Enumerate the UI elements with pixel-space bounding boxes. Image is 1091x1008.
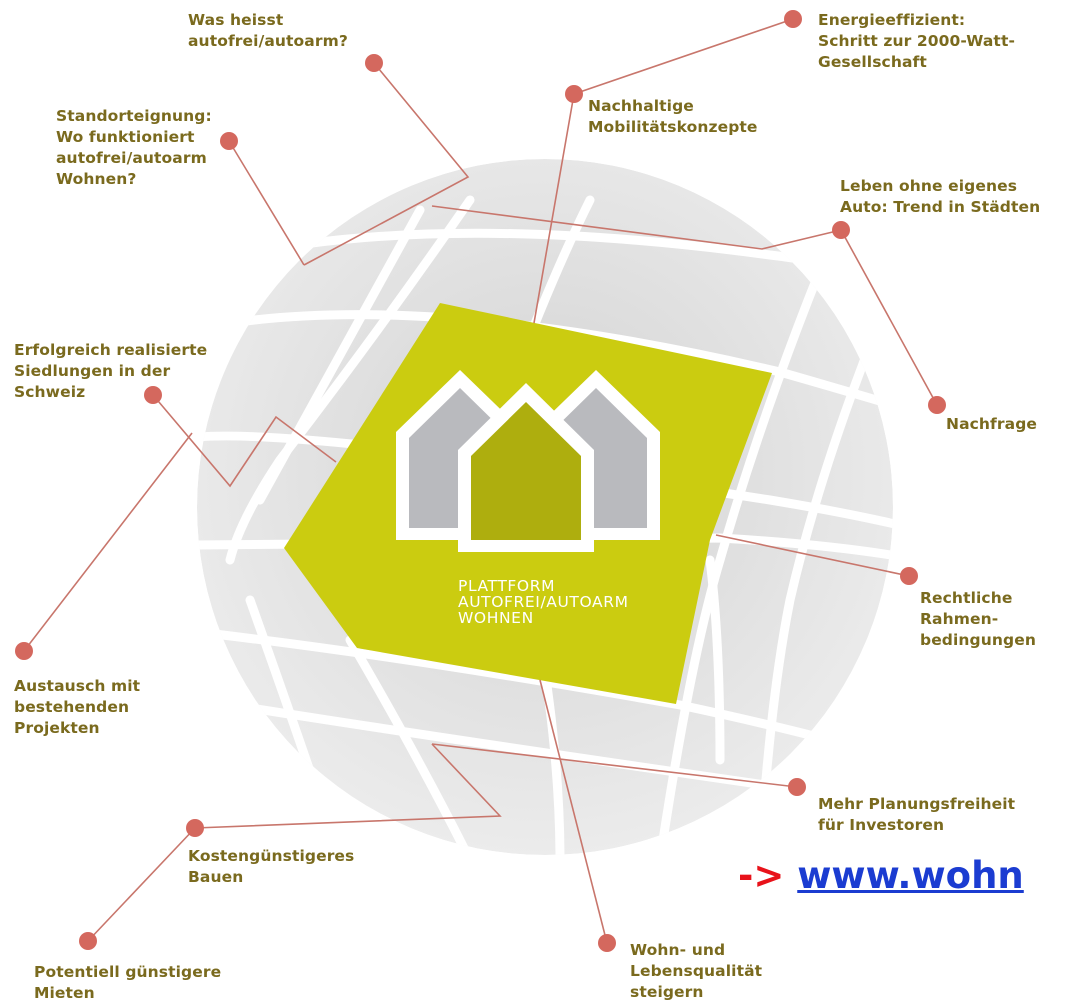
- dot-kosten: [186, 819, 204, 837]
- topic-line: Siedlungen in der: [14, 362, 171, 380]
- dot-austausch: [15, 642, 33, 660]
- dot-energieeffizient: [784, 10, 802, 28]
- topic-nachfrage: Nachfrage: [946, 414, 1037, 435]
- dot-leben-ohne-auto: [832, 221, 850, 239]
- website-link[interactable]: www.wohn: [797, 854, 1024, 897]
- topic-line: Gesellschaft: [818, 53, 927, 71]
- connector-was-heisst: [303, 62, 470, 266]
- topic-line: Standorteignung:: [56, 107, 212, 125]
- topic-line: Mieten: [34, 984, 95, 1002]
- topic-austausch: Austausch mit bestehenden Projekten: [14, 676, 140, 739]
- topic-line: Nachhaltige: [588, 97, 694, 115]
- topic-line: Projekten: [14, 719, 100, 737]
- topic-line: Erfolgreich realisierte: [14, 341, 208, 359]
- topic-line: steigern: [630, 983, 704, 1001]
- topic-kostenguenstiger: Kostengünstigeres Bauen: [188, 846, 354, 888]
- houses-icon: [396, 370, 660, 552]
- topic-line: Mehr Planungsfreiheit: [818, 795, 1016, 813]
- topic-standorteignung: Standorteignung: Wo funktioniert autofre…: [56, 106, 212, 190]
- topic-line: Rechtliche: [920, 589, 1013, 607]
- dot-mieten: [79, 932, 97, 950]
- topic-line: Rahmen-: [920, 610, 999, 628]
- topic-mieten: Potentiell günstigere Mieten: [34, 962, 221, 1004]
- website-link-line: -> www.wohn: [738, 854, 1024, 898]
- platform-title-line: PLATTFORM: [458, 577, 556, 595]
- topic-line: Was heisst: [188, 11, 284, 29]
- connector-nachfrage: [840, 229, 938, 406]
- dot-erfolgreich: [144, 386, 162, 404]
- topic-rechtliche-rahmen: Rechtliche Rahmen- bedingungen: [920, 588, 1036, 651]
- topic-line: Energieeffizient:: [818, 11, 966, 29]
- topic-erfolgreich-realisiert: Erfolgreich realisierte Siedlungen in de…: [14, 340, 207, 403]
- platform-title-line: WOHNEN: [458, 609, 534, 627]
- connector-rechtliche: [715, 534, 910, 577]
- dot-nachhaltige: [565, 85, 583, 103]
- connector-austausch: [23, 432, 193, 652]
- topic-line: Lebensqualität: [630, 962, 763, 980]
- dot-nachfrage: [928, 396, 946, 414]
- topic-line: Wohnen?: [56, 170, 137, 188]
- platform-title-line: AUTOFREI/AUTOARM: [458, 593, 629, 611]
- topic-nachhaltige-mobilitaet: Nachhaltige Mobilitätskonzepte: [588, 96, 758, 138]
- topic-line: Nachfrage: [946, 415, 1038, 433]
- dot-standorteignung: [220, 132, 238, 150]
- topic-leben-ohne-auto: Leben ohne eigenes Auto: Trend in Städte…: [840, 176, 1040, 218]
- topic-line: Schweiz: [14, 383, 86, 401]
- dot-lebensqualitaet: [598, 934, 616, 952]
- topic-line: bestehenden: [14, 698, 130, 716]
- topic-line: Auto: Trend in Städten: [840, 198, 1041, 216]
- topic-line: Bauen: [188, 868, 244, 886]
- connector-standorteignung: [228, 140, 305, 266]
- topic-line: Mobilitätskonzepte: [588, 118, 758, 136]
- arrow-text: ->: [738, 854, 785, 897]
- dot-planungsfreiheit: [788, 778, 806, 796]
- topic-energieeffizient: Energieeffizient: Schritt zur 2000-Watt-…: [818, 10, 1015, 73]
- connector-mieten: [87, 827, 196, 942]
- topic-was-heisst: Was heisst autofrei/autoarm?: [188, 10, 348, 52]
- topic-line: Leben ohne eigenes: [840, 177, 1018, 195]
- connector-lebensqualitaet: [539, 679, 608, 944]
- topic-line: bedingungen: [920, 631, 1036, 649]
- topic-line: Wo funktioniert: [56, 128, 195, 146]
- topic-lebensqualitaet: Wohn- und Lebensqualität steigern: [630, 940, 762, 1003]
- topic-line: Wohn- und: [630, 941, 726, 959]
- topic-line: für Investoren: [818, 816, 945, 834]
- topic-line: autofrei/autoarm?: [188, 32, 348, 50]
- connector-kosten: [194, 743, 502, 829]
- topic-line: autofrei/autoarm: [56, 149, 207, 167]
- dot-rechtliche: [900, 567, 918, 585]
- topic-line: Austausch mit: [14, 677, 141, 695]
- connector-leben-ohne-auto: [431, 205, 842, 250]
- connector-lines: [23, 18, 938, 944]
- connector-dots: [15, 10, 946, 952]
- topic-line: Kostengünstigeres: [188, 847, 355, 865]
- topic-line: Potentiell günstigere: [34, 963, 222, 981]
- connector-erfolgreich: [152, 394, 337, 488]
- dot-was-heisst: [365, 54, 383, 72]
- topic-line: Schritt zur 2000-Watt-: [818, 32, 1015, 50]
- topic-planungsfreiheit: Mehr Planungsfreiheit für Investoren: [818, 794, 1015, 836]
- connector-planungsfreiheit: [431, 743, 798, 788]
- platform-title: PLATTFORM AUTOFREI/AUTOARM WOHNEN: [458, 578, 629, 626]
